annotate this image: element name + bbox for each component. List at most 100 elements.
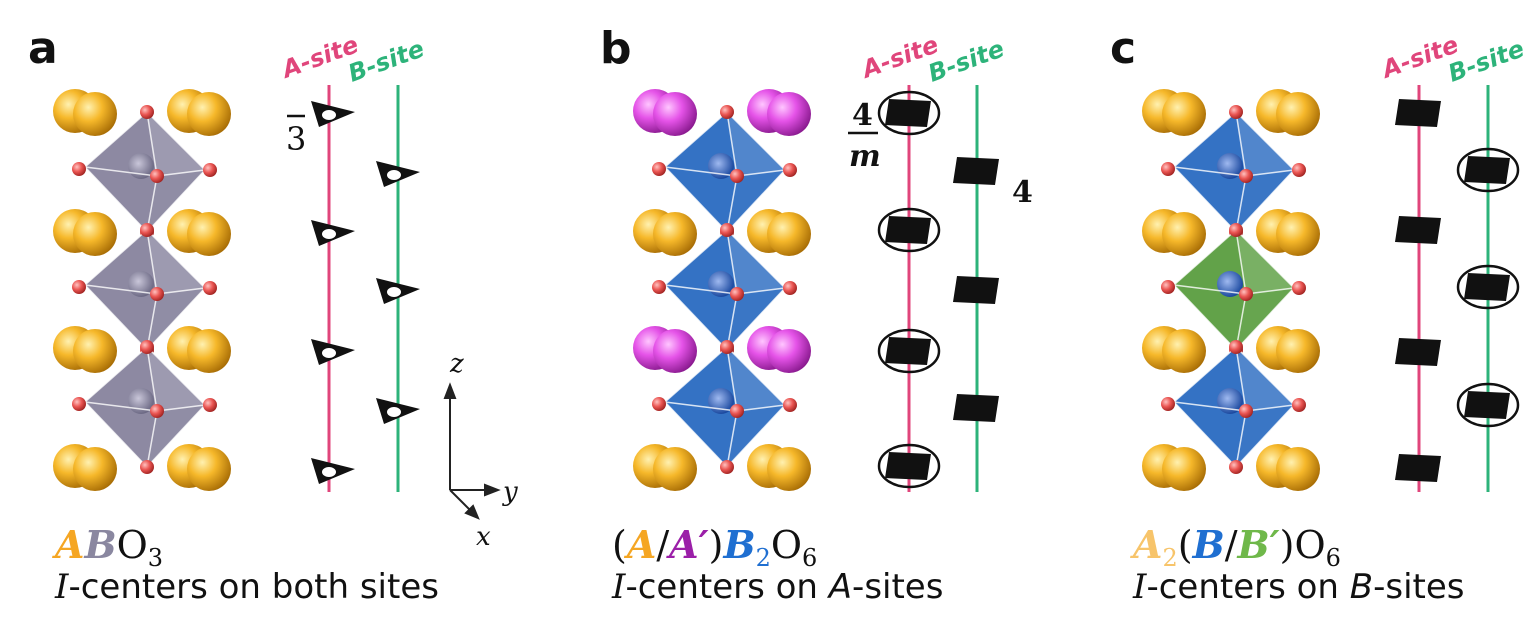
structure-panel-c xyxy=(1142,89,1320,491)
a-site-atom xyxy=(1162,329,1206,373)
octahedron xyxy=(652,105,797,239)
fourfold-inversion-symbol xyxy=(877,90,941,136)
inversion-ring xyxy=(1456,264,1520,310)
square-shape xyxy=(1464,156,1510,184)
octahedron-edge xyxy=(84,284,158,295)
a-site-atom xyxy=(73,329,117,373)
formula-segment: O xyxy=(1295,523,1326,567)
octahedron-edge xyxy=(84,229,148,286)
octahedron-edge xyxy=(1235,169,1295,233)
octahedron-edge xyxy=(84,401,148,468)
rotoinversion-3-symbol xyxy=(311,101,355,127)
a-prime-site-atom xyxy=(653,329,697,373)
panel-letter-a: a xyxy=(28,23,58,74)
panel-letter-c: c xyxy=(1110,23,1136,74)
a-site-atom xyxy=(1162,447,1206,491)
a-site-atom xyxy=(1276,447,1320,491)
octahedron-edge xyxy=(736,287,786,295)
rotoinversion-3-label: 3 xyxy=(286,120,306,158)
fourfold-inversion-symbol xyxy=(877,328,941,374)
octahedron-edge xyxy=(726,169,786,233)
octahedron-face xyxy=(147,112,205,176)
octahedron-edge xyxy=(1173,229,1237,286)
octahedron-edge xyxy=(146,346,158,412)
oxygen-atom xyxy=(652,280,666,294)
formula-segment: ) xyxy=(709,523,724,567)
oxygen-atom xyxy=(783,398,797,412)
octahedron-edge xyxy=(664,346,728,403)
inversion-dot xyxy=(387,407,401,417)
oxygen-atom xyxy=(1161,280,1175,294)
formula-segment: B xyxy=(1192,522,1225,567)
octahedron-edge xyxy=(664,166,728,233)
formula-segment: B xyxy=(722,522,755,567)
formula-segment: ( xyxy=(1178,523,1193,567)
octahedron xyxy=(1161,340,1306,474)
oxygen-atom xyxy=(1229,340,1243,354)
a-site-atom xyxy=(767,212,811,256)
formula-a2-bb-o6: A2(B/B′)O6 xyxy=(1130,522,1341,572)
oxygen-atom xyxy=(1239,404,1253,418)
fourfold-axis-symbol xyxy=(953,394,999,422)
oxygen-atom xyxy=(652,397,666,411)
octahedron-edge xyxy=(1173,284,1247,295)
octahedron-edge xyxy=(726,287,786,351)
octahedron-edge xyxy=(664,284,738,295)
square-shape xyxy=(1464,273,1510,301)
inversion-ring xyxy=(1456,382,1520,428)
octahedron-edge xyxy=(736,169,786,177)
octahedron-edge xyxy=(1235,229,1295,289)
square-shape xyxy=(1395,99,1441,127)
inversion-dot xyxy=(322,348,336,358)
fourfold-axis-symbol xyxy=(1395,216,1441,244)
oxygen-atom xyxy=(1229,223,1243,237)
octahedron xyxy=(652,223,797,357)
oxygen-atom xyxy=(140,460,154,474)
oxygen-atom xyxy=(1239,169,1253,183)
rotoinversion-3-symbol xyxy=(311,458,355,484)
formula-segment: 6 xyxy=(802,544,817,572)
octahedron-edge xyxy=(726,404,786,468)
oxygen-atom xyxy=(203,281,217,295)
octahedron-edge xyxy=(84,111,148,168)
octahedron-edge xyxy=(146,287,206,351)
octahedron-edge xyxy=(664,401,728,468)
a-site-atom xyxy=(73,212,117,256)
oxygen-atom xyxy=(1292,281,1306,295)
panel-a-b-site-label: B-site xyxy=(344,34,427,87)
octahedron-face xyxy=(147,347,205,411)
octahedron-edge xyxy=(1235,346,1295,406)
caption-site-letter: B xyxy=(1350,567,1373,607)
inversion-dot xyxy=(322,229,336,239)
oxygen-atom xyxy=(652,162,666,176)
octahedron-edge xyxy=(726,410,738,468)
oxygen-atom xyxy=(783,281,797,295)
octahedron-edge xyxy=(146,229,158,295)
oxygen-atom xyxy=(203,398,217,412)
a-site-atom xyxy=(73,447,117,491)
octahedron-edge xyxy=(146,111,206,171)
octahedron-edge xyxy=(1245,287,1295,295)
octahedron-edge xyxy=(1173,401,1247,412)
oxygen-atom xyxy=(730,404,744,418)
square-shape xyxy=(953,157,999,185)
oxygen-atom xyxy=(1239,287,1253,301)
octahedron-edge xyxy=(1235,175,1247,233)
octahedron-edge xyxy=(664,111,728,168)
oxygen-atom xyxy=(720,223,734,237)
formula-abo3: ABO3 xyxy=(52,522,163,572)
oxygen-atom xyxy=(150,169,164,183)
square-shape xyxy=(1395,454,1441,482)
rotoinversion-3-symbol xyxy=(376,398,420,424)
oxygen-atom xyxy=(730,169,744,183)
octahedron-edge xyxy=(146,111,158,177)
octahedron-edge xyxy=(726,175,738,233)
inversion-dot xyxy=(387,170,401,180)
octahedron-edge xyxy=(84,346,148,403)
octahedron-edge xyxy=(1245,404,1295,412)
panel-c-b-site-label: B-site xyxy=(1444,34,1527,87)
octahedron-edge xyxy=(1173,401,1237,468)
octahedron-edge xyxy=(84,284,148,351)
octahedron-edge xyxy=(726,111,738,177)
octahedron-edge xyxy=(146,410,158,468)
